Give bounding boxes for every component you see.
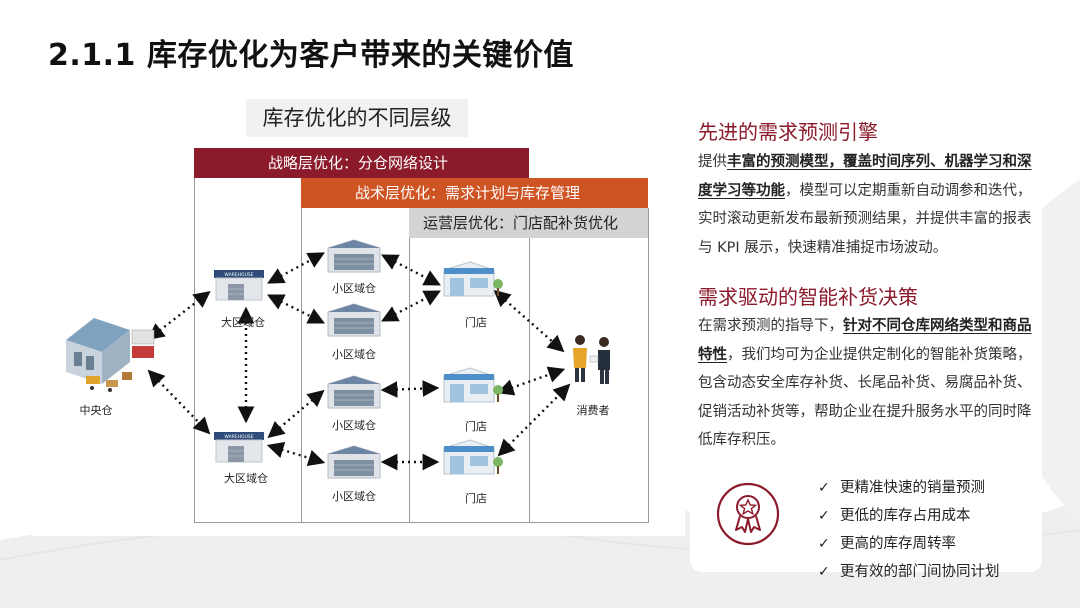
central-warehouse-icon (66, 318, 155, 392)
label-regional-warehouse-1: 大区域仓 (221, 316, 265, 329)
regional-warehouse-icon: WAREHOUSE (214, 432, 264, 463)
check-icon: ✓ (818, 508, 830, 524)
layer-divider (409, 238, 410, 522)
connector (497, 383, 571, 457)
check-icon: ✓ (818, 536, 830, 552)
replenish-text-emphasis: 针对不同仓库网络类型和商品特性 (698, 318, 1032, 363)
replenish-paragraph: 在需求预测的指导下，针对不同仓库网络类型和商品特性，我们均可为企业提供定制化的智… (698, 312, 1032, 455)
benefit-text: 更精准快速的销量预测 (840, 480, 985, 496)
district-warehouse-icon (327, 303, 381, 337)
benefit-item: ✓ 更低的库存占用成本 (818, 502, 1000, 530)
connector (380, 380, 440, 398)
connector (266, 294, 326, 324)
store-icon (443, 367, 503, 403)
district-warehouse-icon (327, 375, 381, 409)
district-warehouse-icon (327, 445, 381, 479)
text-panel (690, 108, 1042, 536)
label-district-warehouse-1: 小区域仓 (332, 282, 376, 295)
connector (267, 252, 325, 284)
check-icon: ✓ (818, 564, 830, 580)
layer-divider (194, 178, 195, 522)
band-strategic: 战略层优化：分仓网络设计 (194, 148, 529, 178)
store-icon (443, 439, 503, 475)
label-store-1: 门店 (465, 316, 487, 329)
layer-baseline (194, 522, 649, 523)
label-district-warehouse-2: 小区域仓 (332, 348, 376, 361)
layer-divider (648, 208, 649, 522)
district-warehouse-icon (327, 239, 381, 273)
benefit-text: 更高的库存周转率 (840, 536, 956, 552)
layer-divider (301, 208, 302, 522)
benefit-text: 更低的库存占用成本 (840, 508, 971, 524)
forecast-paragraph: 提供丰富的预测模型，覆盖时间序列、机器学习和深度学习等功能，模型可以定期重新自动… (698, 148, 1032, 262)
warehouse-sign: WAREHOUSE (224, 434, 253, 440)
connector (381, 290, 441, 322)
label-store-2: 门店 (465, 420, 487, 433)
benefit-item: ✓ 更精准快速的销量预测 (818, 474, 1000, 502)
benefit-item: ✓ 更高的库存周转率 (818, 530, 1000, 558)
label-regional-warehouse-2: 大区域仓 (224, 472, 268, 485)
label-central-warehouse: 中央仓 (79, 404, 113, 417)
consumer-icon (573, 335, 610, 384)
benefits-list: ✓ 更精准快速的销量预测 ✓ 更低的库存占用成本 ✓ 更高的库存周转率 ✓ 更有效的部门… (818, 474, 1000, 586)
store-icon (443, 261, 503, 297)
award-badge-icon (716, 482, 780, 546)
label-district-warehouse-3: 小区域仓 (332, 419, 376, 432)
forecast-text-post: ，模型可以定期重新自动调参和迭代，实时滚动更新发布最新预测结果，并提供丰富的报表… (698, 182, 1032, 256)
connector (493, 289, 565, 353)
benefit-text: 更有效的部门间协同计划 (840, 564, 1000, 580)
regional-warehouse-icon: WAREHOUSE (214, 270, 264, 301)
replenish-text-post: ，我们均可为企业提供定制化的智能补货策略，包含动态安全库存补货、长尾品补货、易腐… (698, 346, 1032, 449)
page-title: 2.1.1 库存优化为客户带来的关键价值 (48, 38, 574, 73)
replenish-text-pre: 在需求预测的指导下， (698, 318, 843, 334)
label-consumer: 消费者 (576, 404, 610, 417)
connector (147, 369, 211, 435)
replenish-heading: 需求驱动的智能补货决策 (698, 285, 918, 309)
forecast-text-pre: 提供 (698, 154, 727, 170)
label-store-3: 门店 (465, 492, 487, 505)
connector (496, 366, 566, 396)
band-tactical: 战术层优化：需求计划与库存管理 (301, 178, 648, 208)
diagram-heading: 库存优化的不同层级 (246, 99, 468, 137)
benefit-item: ✓ 更有效的部门间协同计划 (818, 558, 1000, 586)
warehouse-sign: WAREHOUSE (224, 272, 253, 278)
connector (381, 254, 441, 286)
check-icon: ✓ (818, 480, 830, 496)
band-operational: 运营层优化：门店配补货优化 (409, 208, 648, 238)
forecast-text-emphasis: 丰富的预测模型，覆盖时间序列、机器学习和深度学习等功能 (698, 154, 1032, 199)
connector (147, 290, 211, 341)
forecast-heading: 先进的需求预测引擎 (698, 120, 878, 144)
label-district-warehouse-4: 小区域仓 (332, 490, 376, 503)
